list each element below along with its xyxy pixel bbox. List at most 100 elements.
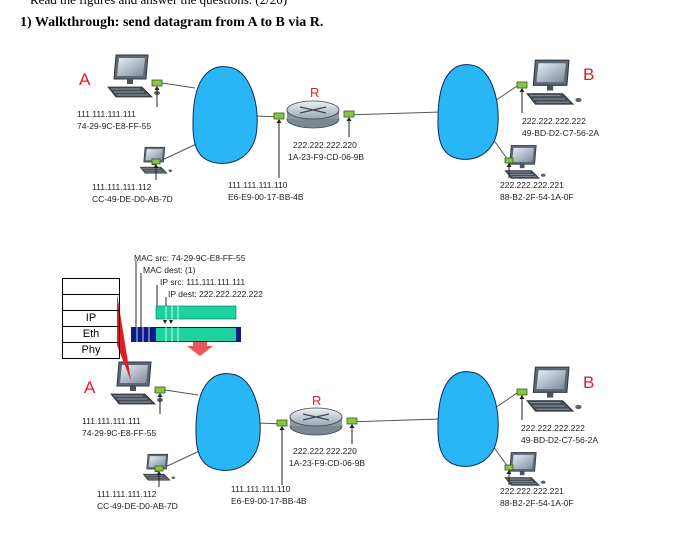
host-a2-computer-top [139, 146, 173, 174]
host-b2-interface-bottom [504, 464, 514, 471]
host-b-pointer-top-head [519, 88, 525, 92]
router-left-mac-bottom: E6-E9-00-17-BB-4B [231, 496, 307, 506]
mouse [540, 173, 546, 177]
host-b-letter-bottom: B [583, 373, 595, 392]
stack-layer-empty [63, 279, 119, 295]
monitor-stand [519, 471, 525, 476]
host-b2-computer-top [504, 145, 546, 179]
monitor-stand [546, 392, 554, 398]
link-router-cloud-top [344, 111, 442, 116]
link-a-cloud-bottom [164, 389, 199, 396]
host-b-computer-bottom [526, 366, 582, 412]
router-right-interface-bottom [346, 417, 358, 425]
host-a-computer-top [107, 54, 160, 98]
link-cloud-b-top [494, 83, 521, 102]
monitor-screen [148, 456, 166, 468]
host-a-ip-bottom: 111.111.111.111 [82, 416, 141, 426]
protocol-stack: IP Eth Phy [62, 278, 120, 359]
host-a2-mac: CC-49-DE-D0-AB-7D [92, 194, 173, 204]
stack-layer-phy: Phy [81, 344, 101, 356]
keyboard-keys [141, 168, 165, 173]
host-a2-ip: 111.111.111.112 [92, 182, 152, 192]
host-b-computer-top [526, 59, 582, 105]
host-b-pointer-bottom-head [519, 395, 525, 399]
left-subnet-cloud-top [192, 66, 258, 164]
router-left-interface-bottom [276, 419, 288, 427]
mouse [540, 480, 546, 484]
monitor-screen [120, 365, 148, 383]
router-right-mac: 1A-23-F9-CD-06-9B [288, 152, 365, 162]
monitor-stand [130, 386, 136, 391]
link-router-cloud-bottom [347, 418, 442, 423]
host-a-mac-bottom: 74-29-9C-E8-FF-55 [82, 428, 157, 438]
router-top [286, 100, 340, 129]
monitor-stand [546, 85, 554, 91]
datagram-mac-src: MAC src: 74-29-9C-E8-FF-55 [134, 253, 246, 263]
link-a-cloud-top [161, 82, 196, 89]
host-a-computer-bottom [110, 361, 163, 405]
mouse [168, 169, 173, 173]
host-a2-mac-bottom: CC-49-DE-D0-AB-7D [97, 501, 178, 511]
host-b-ip-bottom: 222.222.222.222 [521, 423, 585, 433]
router-letter-bottom: R [312, 393, 322, 408]
datagram-ip-dest: IP dest: 222.222.222.222 [168, 289, 263, 299]
host-a2-interface-top [151, 158, 161, 165]
host-b2-ip-bottom: 222.222.222.221 [500, 486, 564, 496]
mouse [575, 97, 582, 103]
monitor-screen [512, 454, 534, 469]
router-right-interface-top [343, 110, 355, 118]
host-b-mac: 49-BD-D2-C7-56-2A [522, 128, 599, 138]
router-right-mac-bottom: 1A-23-F9-CD-06-9B [289, 458, 366, 468]
datagram-ip-src: IP src: 111.111.111.111 [160, 277, 246, 287]
router-left-interface-top [273, 112, 285, 120]
host-a2-interface-bottom [154, 465, 164, 472]
router-arrows-icon [299, 106, 327, 114]
keyboard-keys [144, 475, 168, 480]
stack-layer-empty [63, 295, 119, 311]
host-a2-ip-bottom: 111.111.111.112 [97, 489, 157, 499]
right-subnet-cloud-bottom [437, 371, 499, 467]
router-left-pointer-top-head [276, 119, 282, 123]
keyboard-keys [507, 171, 537, 178]
monitor-screen [536, 63, 566, 83]
monitor-screen [536, 370, 566, 390]
host-b-interface-top [516, 81, 528, 89]
router-left-ip-bottom: 111.111.111.110 [231, 484, 291, 494]
router-arrows-icon [302, 413, 330, 421]
host-a-ip: 111.111.111.111 [77, 109, 136, 119]
host-b-ip: 222.222.222.222 [522, 116, 586, 126]
router-left-pointer-bottom-head [279, 426, 285, 430]
mouse [171, 476, 176, 480]
clipped-instruction-text: Read the figures and answer the question… [30, 0, 287, 8]
datagram-mac-dest: MAC dest: (1) [143, 265, 196, 275]
left-subnet-cloud-bottom [195, 373, 261, 471]
keyboard-keys [507, 478, 537, 485]
encap-arrow-icon [169, 320, 173, 324]
mouse [575, 404, 582, 410]
host-b2-pointer-bottom-head [506, 470, 512, 474]
router-right-ip-bottom: 222.222.222.220 [293, 446, 357, 456]
router-left-ip: 111.111.111.110 [228, 180, 288, 190]
router-right-pointer-bottom-head [349, 424, 355, 428]
ip-datagram-block [155, 305, 237, 320]
host-a-letter: A [79, 70, 91, 89]
monitor-screen [145, 149, 163, 161]
router-letter: R [310, 85, 320, 100]
send-down-arrow-icon [187, 342, 213, 356]
host-a-interface-bottom [154, 386, 166, 394]
link-cloud-b-bottom [494, 390, 521, 409]
question-title: 1) Walkthrough: send datagram from A to … [20, 15, 324, 30]
host-a-interface-top [151, 79, 163, 87]
monitor-screen [512, 147, 534, 162]
right-subnet-cloud-top [437, 64, 499, 160]
host-b2-pointer-top-head [506, 163, 512, 167]
encap-arrow-icon [163, 320, 167, 324]
frame-payload-block [156, 328, 236, 341]
router-left-mac: E6-E9-00-17-BB-4B [228, 192, 304, 202]
host-a-pointer-top-head [154, 86, 160, 90]
host-b-mac-bottom: 49-BD-D2-C7-56-2A [521, 435, 598, 445]
host-a-mac: 74-29-9C-E8-FF-55 [77, 121, 152, 131]
host-a2-pointer-bottom-head [156, 471, 162, 475]
